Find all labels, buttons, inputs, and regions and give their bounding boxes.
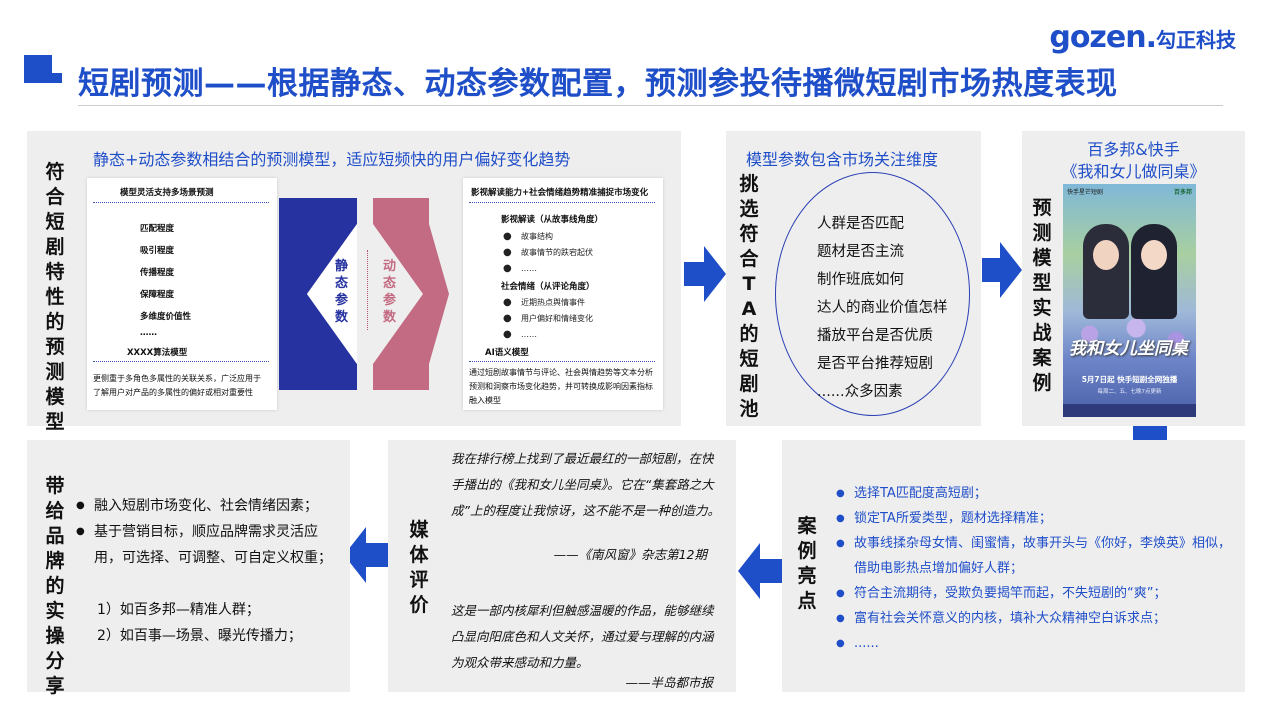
sharing-item: 融入短剧市场变化、社会情绪因素；: [76, 493, 338, 519]
arrow-right-1-icon: [684, 246, 726, 302]
ai-title: AI语义模型: [485, 348, 529, 358]
right-card-divider: [469, 202, 655, 203]
poster-top-right: 百多邦: [1173, 189, 1192, 196]
poster-top-left: 快手星芒短剧: [1067, 189, 1104, 196]
algo-desc: 更侧重于多角色多属性的关联关系，广泛应用于了解用户对产品的多属性的偏好或相对重要…: [93, 374, 261, 397]
graphic-center-divider: [367, 250, 368, 330]
sec2-list: 近期热点舆情事件 用户偏好和情绪变化 ……: [503, 295, 593, 343]
poster-date: 5月7日起 快手短剧全网独播: [1081, 375, 1178, 384]
arrow-left-2-icon: [344, 527, 388, 583]
media-quote-2: 这是一部内核犀利但触感温暖的作品，能够继续凸显向阳底色和人文关怀，通过爱与理解的…: [451, 603, 714, 670]
static-param-shape: [279, 198, 357, 390]
poster-person-left: [1083, 224, 1129, 319]
left-card-divider: [93, 202, 269, 203]
factor-item: 播放平台是否优质: [817, 328, 933, 344]
highlight-item: 锁定TA所爱类型，题材选择精准；: [836, 506, 1234, 531]
left-card-item: 多维度价值性: [140, 312, 192, 322]
title-accent-square: [24, 55, 52, 83]
panel3-heading-line2: 《我和女儿做同桌》: [1061, 162, 1206, 181]
panel2-side-title: 挑选符合TA的短剧池: [739, 173, 759, 420]
sharing-subitem: 1）如百多邦—精准人群；: [97, 602, 260, 618]
poster-title: 我和女儿坐同桌: [1069, 339, 1188, 359]
poster-person-right: [1131, 224, 1177, 319]
panel2-heading: 模型参数包含市场关注维度: [746, 150, 939, 169]
brand-logo-text: gozen.: [1049, 20, 1157, 55]
dynamic-param-shape: [373, 198, 449, 390]
sharing-subitems: 1）如百多邦—精准人群； 2）如百事—场景、曝光传播力；: [97, 597, 302, 649]
title-accent-small: [52, 73, 62, 83]
ai-desc: 通过短剧故事情节与评论、社会舆情趋势等文本分析预测和洞察市场变化趋势，并可转换成…: [469, 368, 653, 405]
factor-item: 是否平台推荐短剧: [817, 356, 933, 372]
highlight-item: 选择TA匹配度高短剧；: [836, 481, 1234, 506]
media-source-2: ——半岛都市报: [625, 675, 713, 690]
brand-logo: gozen.勾正科技: [1049, 20, 1236, 55]
static-param-label: 静态参数: [335, 259, 349, 325]
left-card-item: 保障程度: [140, 290, 175, 300]
page-title: 短剧预测——根据静态、动态参数配置，预测参投待播微短剧市场热度表现: [78, 66, 1118, 102]
factor-item: 制作班底如何: [817, 272, 904, 288]
title-divider: [78, 105, 1223, 106]
dynamic-param-label: 动态参数: [383, 259, 397, 325]
arrow-right-2-icon: [982, 242, 1022, 298]
sharing-item: 基于营销目标，顺应品牌需求灵活应用，可选择、可调整、可自定义权重；: [76, 519, 338, 571]
sec2-item: ……: [503, 327, 593, 343]
algo-title: XXXX算法模型: [127, 348, 188, 358]
factor-item: 达人的商业价值怎样: [817, 300, 948, 316]
sec1-list: 故事结构 故事情节的跌宕起伏 ……: [503, 229, 593, 277]
algo-divider: [93, 361, 269, 362]
drama-poster: 快手星芒短剧 百多邦 我和女儿坐同桌 5月7日起 快手短剧全网独播 每周二、五、…: [1063, 184, 1196, 417]
sec2-item: 用户偏好和情绪变化: [503, 311, 593, 327]
panel1-left-card: 模型灵活支持多场景预测 匹配程度 吸引程度 传播程度 保障程度 多维度价值性 ……: [87, 178, 277, 410]
poster-face-right: [1141, 240, 1167, 270]
media-quote-1: 我在排行榜上找到了最近最红的一部短剧，在快手播出的《我和女儿坐同桌》。它在“集套…: [451, 451, 720, 518]
panel6-side-title: 带给品牌的实操分享: [45, 475, 65, 697]
highlights-list: 选择TA匹配度高短剧； 锁定TA所爱类型，题材选择精准； 故事线揉杂母女情、闺蜜…: [836, 481, 1234, 656]
sec1-item: 故事结构: [503, 229, 593, 245]
brand-logo-cn: 勾正科技: [1156, 28, 1236, 52]
sec1-item: ……: [503, 261, 593, 277]
sec2-item: 近期热点舆情事件: [503, 295, 593, 311]
panel5-side-title: 媒体评价: [409, 519, 429, 616]
left-card-item: 传播程度: [140, 268, 175, 278]
sharing-list: 融入短剧市场变化、社会情绪因素； 基于营销目标，顺应品牌需求灵活应用，可选择、可…: [76, 493, 338, 571]
panel3-heading-line1: 百多邦&快手: [1087, 140, 1180, 159]
left-card-items: 匹配程度 吸引程度 传播程度 保障程度 多维度价值性 ……: [140, 218, 191, 338]
sharing-subitem: 2）如百事—场景、曝光传播力；: [97, 628, 302, 644]
highlight-item: 故事线揉杂母女情、闺蜜情，故事开头与《你好，李焕英》相似，借助电影热点增加偏好人…: [836, 531, 1234, 581]
factor-item: 人群是否匹配: [817, 216, 904, 232]
factors-ellipse: [775, 172, 970, 416]
poster-face-left: [1093, 240, 1119, 270]
sec2-title: 社会情绪（从评论角度）: [501, 282, 595, 292]
panel1-side-title: 符合短剧特性的预测模型: [45, 161, 65, 433]
panel-media-review: [388, 440, 736, 692]
poster-sub: 每周二、五、七晚7点更新: [1097, 389, 1162, 395]
left-card-item: ……: [140, 328, 157, 338]
factor-item: 题材是否主流: [817, 244, 904, 260]
factors-list: 人群是否匹配 题材是否主流 制作班底如何 达人的商业价值怎样 播放平台是否优质 …: [817, 210, 948, 406]
panel1-heading: 静态+动态参数相结合的预测模型，适应短频快的用户偏好变化趋势: [93, 150, 571, 169]
ai-divider: [469, 361, 655, 362]
sec1-item: 故事情节的跌宕起伏: [503, 245, 593, 261]
arrow-left-1-icon: [738, 543, 782, 599]
factor-item: ......众多因素: [817, 384, 903, 400]
highlight-item: 符合主流期待，受欺负要揭竿而起，不失短剧的“爽”；: [836, 581, 1234, 606]
panel1-right-card: 影视解读能力+社会情绪趋势精准捕捉市场变化 影视解读（从故事线角度） 故事结构 …: [463, 178, 663, 410]
highlight-item: ......: [836, 631, 1234, 656]
left-card-item: 匹配程度: [140, 224, 175, 234]
media-source-1: ——《南风窗》杂志第12期: [553, 547, 707, 562]
panel4-side-title: 案例亮点: [797, 515, 817, 612]
sec1-title: 影视解读（从故事线角度）: [501, 215, 604, 225]
right-card-title: 影视解读能力+社会情绪趋势精准捕捉市场变化: [471, 188, 649, 198]
highlight-item: 富有社会关怀意义的内核，填补大众精神空白诉求点；: [836, 606, 1234, 631]
panel3-side-title: 预测模型实战案例: [1032, 197, 1052, 394]
static-dynamic-graphic: [279, 198, 449, 390]
left-card-title: 模型灵活支持多场景预测: [120, 188, 214, 198]
poster-bottom-bar: [1063, 404, 1196, 417]
left-card-item: 吸引程度: [140, 246, 175, 256]
